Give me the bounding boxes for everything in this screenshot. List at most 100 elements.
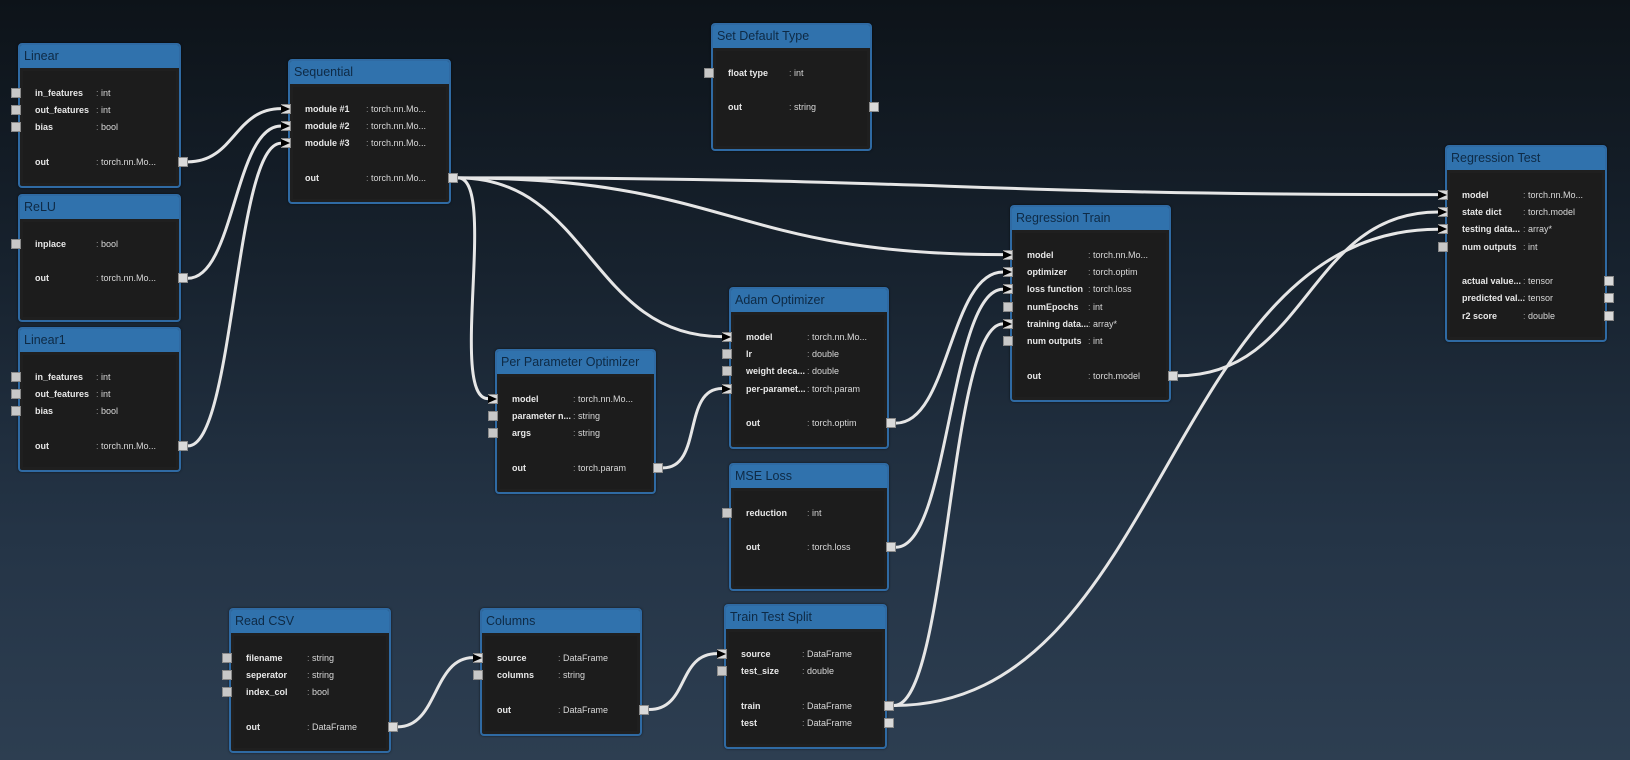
input-port-icon[interactable] [222,669,232,680]
connection-wire[interactable] [396,656,475,729]
node-title[interactable]: MSE Loss [731,465,887,488]
node-adam[interactable]: Adam Optimizermodeltorch.nn.Mo...lrdoubl… [722,287,896,449]
output-port-icon[interactable] [884,700,894,711]
output-port-icon[interactable] [178,156,188,167]
input-port-icon[interactable] [11,388,21,399]
connection-wire[interactable] [661,387,724,470]
node-title[interactable]: Regression Train [1012,207,1169,230]
input-port-icon[interactable] [1438,241,1448,252]
output-port-icon[interactable] [178,440,188,451]
node-reg-test[interactable]: Regression Testmodeltorch.nn.Mo...state … [1438,145,1614,342]
input-port-icon[interactable] [488,410,498,421]
connection-wire[interactable] [456,176,1440,197]
port-label: out [1027,370,1041,381]
connection-wire[interactable] [186,141,283,448]
node-title[interactable]: Adam Optimizer [731,289,887,312]
input-row: loss functiontorch.loss [1003,281,1166,298]
input-port-connected-icon[interactable] [722,383,732,394]
node-reg-train[interactable]: Regression Trainmodeltorch.nn.Mo...optim… [1003,205,1178,402]
output-port-icon[interactable] [388,721,398,732]
input-port-icon[interactable] [722,366,732,377]
node-title[interactable]: Set Default Type [713,25,870,48]
node-linear1[interactable]: Linear1in_featuresintout_featuresintbias… [11,327,188,472]
node-train-test-split[interactable]: Train Test SplitsourceDataFrametest_size… [717,604,894,749]
node-title[interactable]: Columns [482,610,640,633]
connection-wire[interactable] [186,124,283,280]
output-port-icon[interactable] [886,542,896,553]
output-port-icon[interactable] [639,704,649,715]
input-port-connected-icon[interactable] [281,120,291,131]
input-port-icon[interactable] [722,348,732,359]
input-port-connected-icon[interactable] [1438,224,1448,235]
input-port-icon[interactable] [222,652,232,663]
input-port-connected-icon[interactable] [281,138,291,149]
input-port-icon[interactable] [11,104,21,115]
output-port-icon[interactable] [1604,276,1614,287]
node-columns[interactable]: ColumnssourceDataFramecolumnsstringoutDa… [473,608,649,736]
node-title[interactable]: Per Parameter Optimizer [497,351,654,374]
node-title[interactable]: Linear [20,45,179,68]
output-port-icon[interactable] [886,418,896,429]
connection-wire[interactable] [894,287,1005,549]
output-port-icon[interactable] [884,717,894,728]
node-mse[interactable]: MSE Loss reductionintouttorch.loss [722,463,896,591]
node-title[interactable]: Regression Test [1447,147,1605,170]
node-title[interactable]: ReLU [20,196,179,219]
port-type: bool [96,119,118,136]
connection-wire[interactable] [647,652,719,712]
input-row: numEpochsint [1003,299,1166,316]
input-port-icon[interactable] [11,238,21,249]
input-port-icon[interactable] [1003,301,1013,312]
input-port-icon[interactable] [473,669,483,680]
input-port-connected-icon[interactable] [722,331,732,342]
output-port-icon[interactable] [178,273,188,284]
output-port-icon[interactable] [1604,310,1614,321]
node-title[interactable]: Read CSV [231,610,389,633]
node-relu[interactable]: ReLUinplaceboolouttorch.nn.Mo... [11,194,188,322]
output-port-icon[interactable] [653,462,663,473]
connection-wire[interactable] [894,270,1005,425]
input-port-icon[interactable] [1003,336,1013,347]
connection-wire[interactable] [456,176,1005,257]
port-type: array* [1088,316,1117,333]
output-port-icon[interactable] [869,102,879,113]
node-title[interactable]: Linear1 [20,329,179,352]
input-port-icon[interactable] [11,122,21,133]
node-read-csv[interactable]: Read CSVfilenamestringseperatorstringind… [222,608,398,753]
connection-wire[interactable] [186,107,283,164]
input-port-icon[interactable] [11,87,21,98]
input-port-icon[interactable] [488,428,498,439]
input-port-icon[interactable] [11,406,21,417]
connection-wire[interactable] [456,176,724,339]
input-port-connected-icon[interactable] [717,648,727,659]
port-label: out [246,721,260,732]
input-port-connected-icon[interactable] [1003,249,1013,260]
input-port-connected-icon[interactable] [488,393,498,404]
input-port-connected-icon[interactable] [1438,206,1448,217]
input-port-connected-icon[interactable] [1003,284,1013,295]
connection-wire[interactable] [456,176,490,401]
input-port-connected-icon[interactable] [1438,189,1448,200]
input-port-icon[interactable] [722,507,732,518]
input-port-connected-icon[interactable] [1003,318,1013,329]
node-per-param-opt[interactable]: Per Parameter Optimizermodeltorch.nn.Mo.… [488,349,663,494]
input-port-connected-icon[interactable] [1003,266,1013,277]
input-port-connected-icon[interactable] [473,652,483,663]
input-port-icon[interactable] [222,687,232,698]
output-port-icon[interactable] [1168,370,1178,381]
input-port-icon[interactable] [704,67,714,78]
input-port-connected-icon[interactable] [281,103,291,114]
node-title[interactable]: Train Test Split [726,606,885,629]
output-port-icon[interactable] [448,172,458,183]
output-port-icon[interactable] [1604,293,1614,304]
node-title[interactable]: Sequential [290,61,449,84]
input-port-icon[interactable] [717,665,727,676]
input-port-icon[interactable] [11,371,21,382]
node-linear[interactable]: Linearin_featuresintout_featuresintbiasb… [11,43,188,188]
connection-wire[interactable] [1176,210,1440,378]
node-body: reductionintouttorch.loss [722,491,896,586]
connection-wire[interactable] [892,322,1005,708]
